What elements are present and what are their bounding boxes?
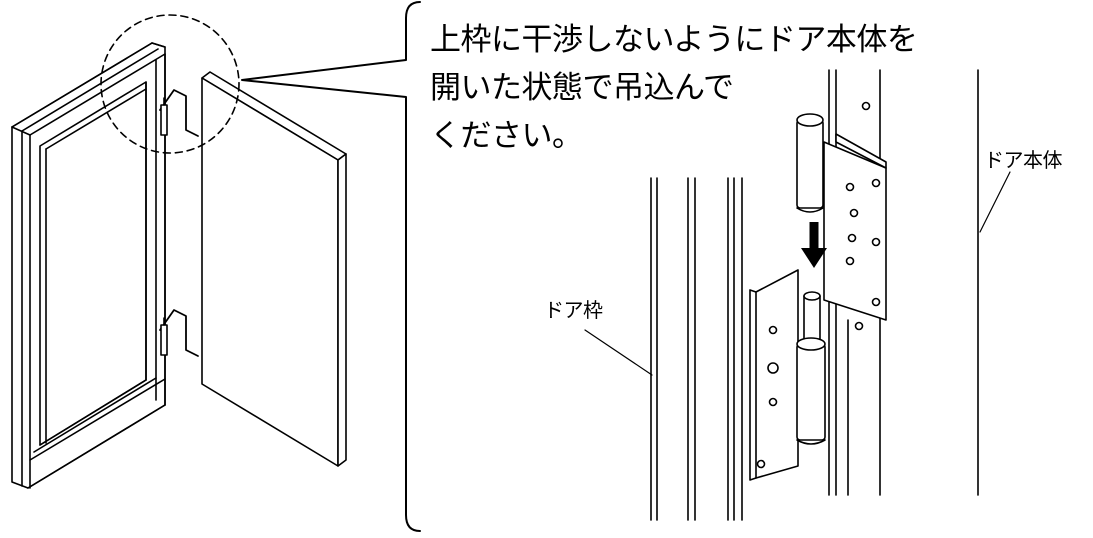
instruction-line-2: 開いた状態で吊込んで — [430, 70, 734, 106]
instruction-text: 上枠に干渉しないようにドア本体を 開いた状態で吊込んで ください。 — [430, 16, 950, 160]
door-body-label: ドア本体 — [984, 148, 1063, 172]
hinge-detail — [584, 69, 1011, 521]
instruction-line-3: ください。 — [430, 118, 583, 154]
door-frame-label: ドア枠 — [544, 298, 603, 322]
callout-bubble — [241, 1, 421, 532]
instruction-line-1: 上枠に干渉しないようにドア本体を — [430, 22, 918, 58]
door-frame-overview — [11, 14, 347, 489]
